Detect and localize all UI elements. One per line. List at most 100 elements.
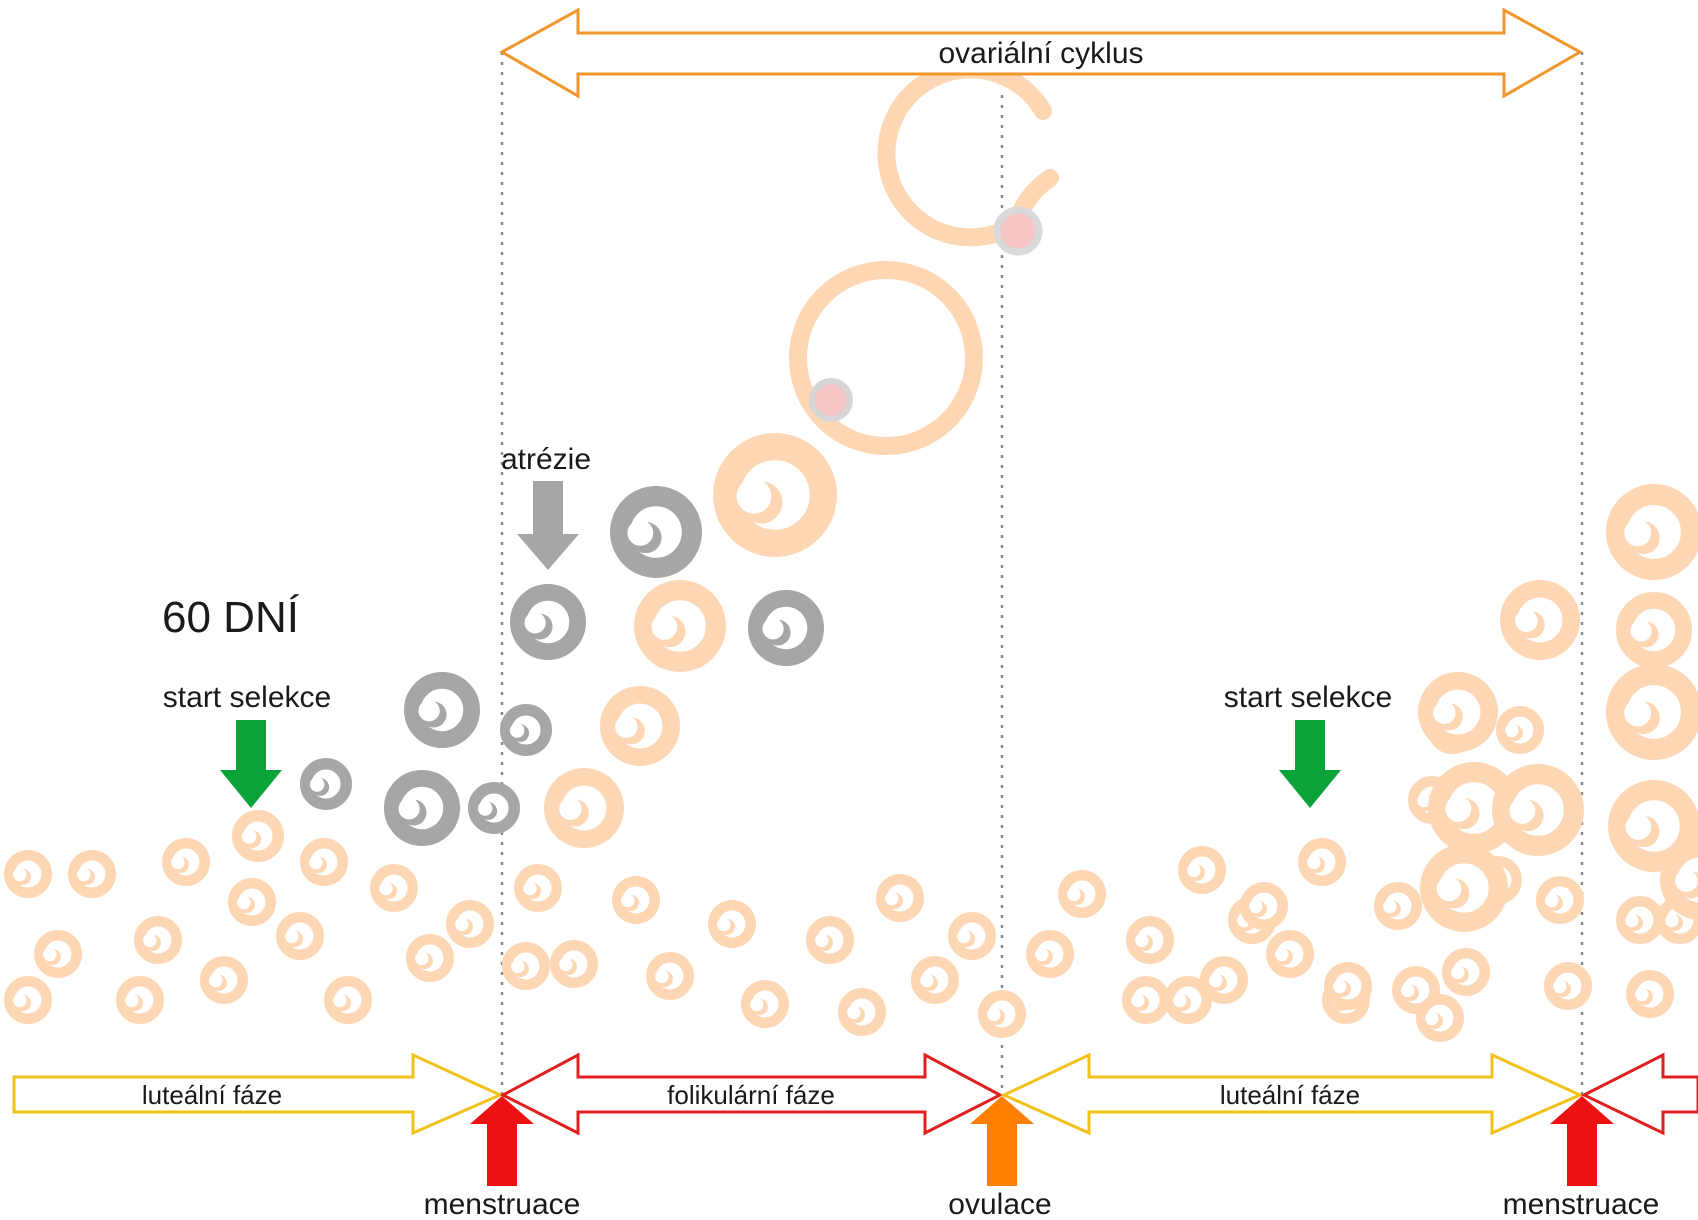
follicle-small-1 (67, 850, 116, 899)
follicle-small-6 (227, 878, 276, 927)
follicle-small-37 (1266, 930, 1315, 979)
follicle-small-53 (1324, 962, 1373, 1011)
follicle-growing-4 (1500, 579, 1581, 660)
ovarian-cycle-arrow: ovariální cyklus (498, 7, 1584, 99)
menstruation-label-right: menstruace (1503, 1188, 1660, 1220)
ovulated-oocyte-icon (993, 206, 1043, 256)
follicle-small-23 (806, 916, 855, 965)
phase-label-luteal-left: luteální fáze (142, 1080, 282, 1110)
follicle-small-21 (708, 900, 757, 949)
follicle-small-49 (1544, 962, 1593, 1011)
follicular-arrow-next (1580, 1052, 1698, 1136)
atretic-follicle-1 (403, 671, 480, 748)
follicle-small-24 (838, 988, 887, 1037)
follicle-small-0 (4, 850, 52, 899)
follicle-growing-3 (713, 433, 838, 558)
oocyte-icon (809, 378, 853, 422)
selection-markers: start selekce start selekce atrézie 60 D… (162, 443, 1392, 808)
start-selection-arrow-left (220, 720, 282, 808)
atretic-follicle-6 (609, 485, 702, 578)
start-selection-label-right: start selekce (1224, 681, 1392, 714)
menstruation-arrow-left (470, 1096, 534, 1186)
follicle-small-9 (33, 930, 82, 979)
follicle-small-33 (1178, 846, 1227, 895)
follicle-small-34 (1200, 956, 1249, 1005)
atretic-follicle-4 (500, 703, 553, 756)
atretic-follicle-3 (468, 781, 521, 834)
corpus-luteum-open-ring (877, 60, 1059, 256)
follicle-small-16 (514, 864, 563, 913)
atresia-label: atrézie (501, 443, 591, 476)
follicle-small-32 (1122, 976, 1171, 1025)
dotted-guide-lines (500, 52, 1584, 1095)
follicle-small-35 (1164, 976, 1213, 1025)
start-selection-arrow-right (1279, 720, 1341, 808)
follicle-small-14 (4, 976, 52, 1025)
follicle-small-22 (741, 980, 790, 1029)
luteal-arrow-right (1000, 1052, 1584, 1136)
phase-arrows: luteální fáze folikulární fáze luteální … (0, 1052, 1698, 1136)
follicle-growing-9 (1615, 591, 1692, 668)
follicle-growing-10 (1606, 664, 1698, 760)
follicle-growing-12 (1660, 840, 1698, 920)
follicle-small-19 (612, 876, 661, 925)
phase-label-luteal-right: luteální fáze (1220, 1080, 1360, 1110)
cycle-label: ovariální cyklus (938, 37, 1143, 70)
follicle-small-52 (1240, 882, 1289, 931)
follicle-small-50 (1616, 896, 1665, 945)
follicle-growing-5 (1418, 671, 1499, 752)
luteal-arrow-left (0, 1077, 14, 1115)
follicle-growing-0 (543, 767, 624, 848)
menstruation-label-left: menstruace (424, 1188, 581, 1220)
antral-follicle-large (789, 261, 983, 455)
ovulation-label: ovulace (948, 1188, 1051, 1220)
follicle-small-7 (275, 912, 324, 961)
start-selection-label-left: start selekce (163, 681, 331, 714)
follicle-small-51 (1626, 970, 1675, 1019)
follicle-small-25 (876, 874, 925, 923)
follicle-small-5 (369, 864, 418, 913)
follicle-small-8 (445, 900, 494, 949)
atretic-follicles-layer (300, 485, 824, 846)
days-label: 60 DNÍ (162, 593, 300, 642)
follicle-small-27 (948, 912, 997, 961)
follicle-small-3 (232, 809, 285, 862)
atresia-arrow (517, 481, 579, 570)
ovulation-arrow (970, 1096, 1034, 1186)
follicle-small-17 (501, 942, 550, 991)
follicle-small-26 (911, 956, 960, 1005)
follicle-small-12 (323, 976, 372, 1025)
follicle-small-4 (299, 838, 348, 887)
follicle-growing-2 (633, 579, 726, 672)
follicle-small-29 (1026, 930, 1075, 979)
follicle-small-10 (133, 916, 182, 965)
follicle-small-55 (1656, 896, 1698, 944)
menstruation-arrow-right (1550, 1096, 1614, 1186)
event-arrows: menstruace ovulace menstruace (424, 1096, 1660, 1220)
follicles-layer (4, 433, 1698, 1043)
atretic-follicle-0 (300, 757, 353, 810)
follicular-arrow (499, 1052, 1004, 1136)
atretic-follicle-7 (747, 589, 824, 666)
luteal-arrow-left-shape (12, 1052, 504, 1136)
follicle-growing-7 (1491, 763, 1584, 856)
follicle-growing-6 (1427, 761, 1520, 854)
follicle-small-13 (115, 976, 164, 1025)
phase-label-follicular: folikulární fáze (667, 1080, 835, 1110)
follicle-small-11 (199, 956, 248, 1005)
follicle-small-48 (1496, 706, 1545, 755)
dominant-follicle-stages (789, 60, 1059, 455)
follicle-small-42 (1442, 948, 1491, 997)
follicle-growing-11 (1608, 780, 1698, 872)
follicle-small-40 (1374, 882, 1423, 931)
atretic-follicle-2 (383, 769, 460, 846)
follicle-small-20 (646, 952, 695, 1001)
follicle-growing-1 (599, 685, 680, 766)
follicle-small-54 (1536, 876, 1585, 925)
follicle-small-28 (978, 990, 1027, 1039)
follicle-growing-13 (1420, 843, 1509, 932)
follicle-small-43 (1416, 994, 1465, 1043)
follicle-small-30 (1058, 870, 1107, 919)
atretic-follicle-5 (509, 583, 586, 660)
